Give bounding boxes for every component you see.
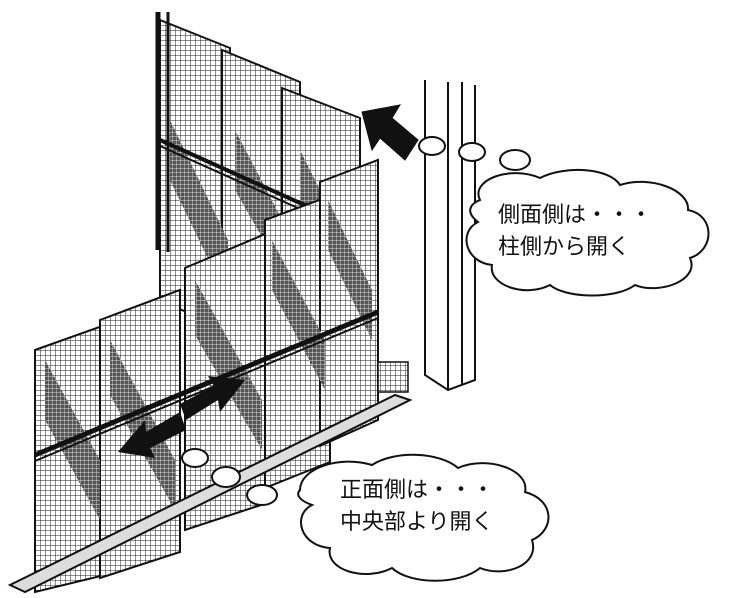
side-thought-bubble bbox=[418, 136, 710, 297]
front-bubble-cloud bbox=[297, 453, 550, 582]
side-bubble-cloud bbox=[465, 168, 710, 297]
front-callout-text: 正面側は・・・ 中央部より開く bbox=[340, 475, 494, 539]
front-fence-panels bbox=[7, 158, 413, 594]
front-callout-line1: 正面側は・・・ bbox=[340, 478, 495, 503]
front-callout-line2: 中央部より開く bbox=[340, 510, 494, 535]
side-callout-line2: 柱側から開く bbox=[498, 235, 631, 260]
double-arrow-left-right-icon bbox=[118, 376, 245, 458]
front-thought-bubble bbox=[181, 448, 550, 582]
ground-rail bbox=[7, 393, 413, 594]
side-callout-text: 側面側は・・・ 柱側から開く bbox=[498, 200, 652, 264]
rail-base-plate bbox=[377, 361, 409, 393]
side-callout-line1: 側面側は・・・ bbox=[498, 203, 653, 228]
arrow-left-up-icon bbox=[361, 104, 419, 161]
